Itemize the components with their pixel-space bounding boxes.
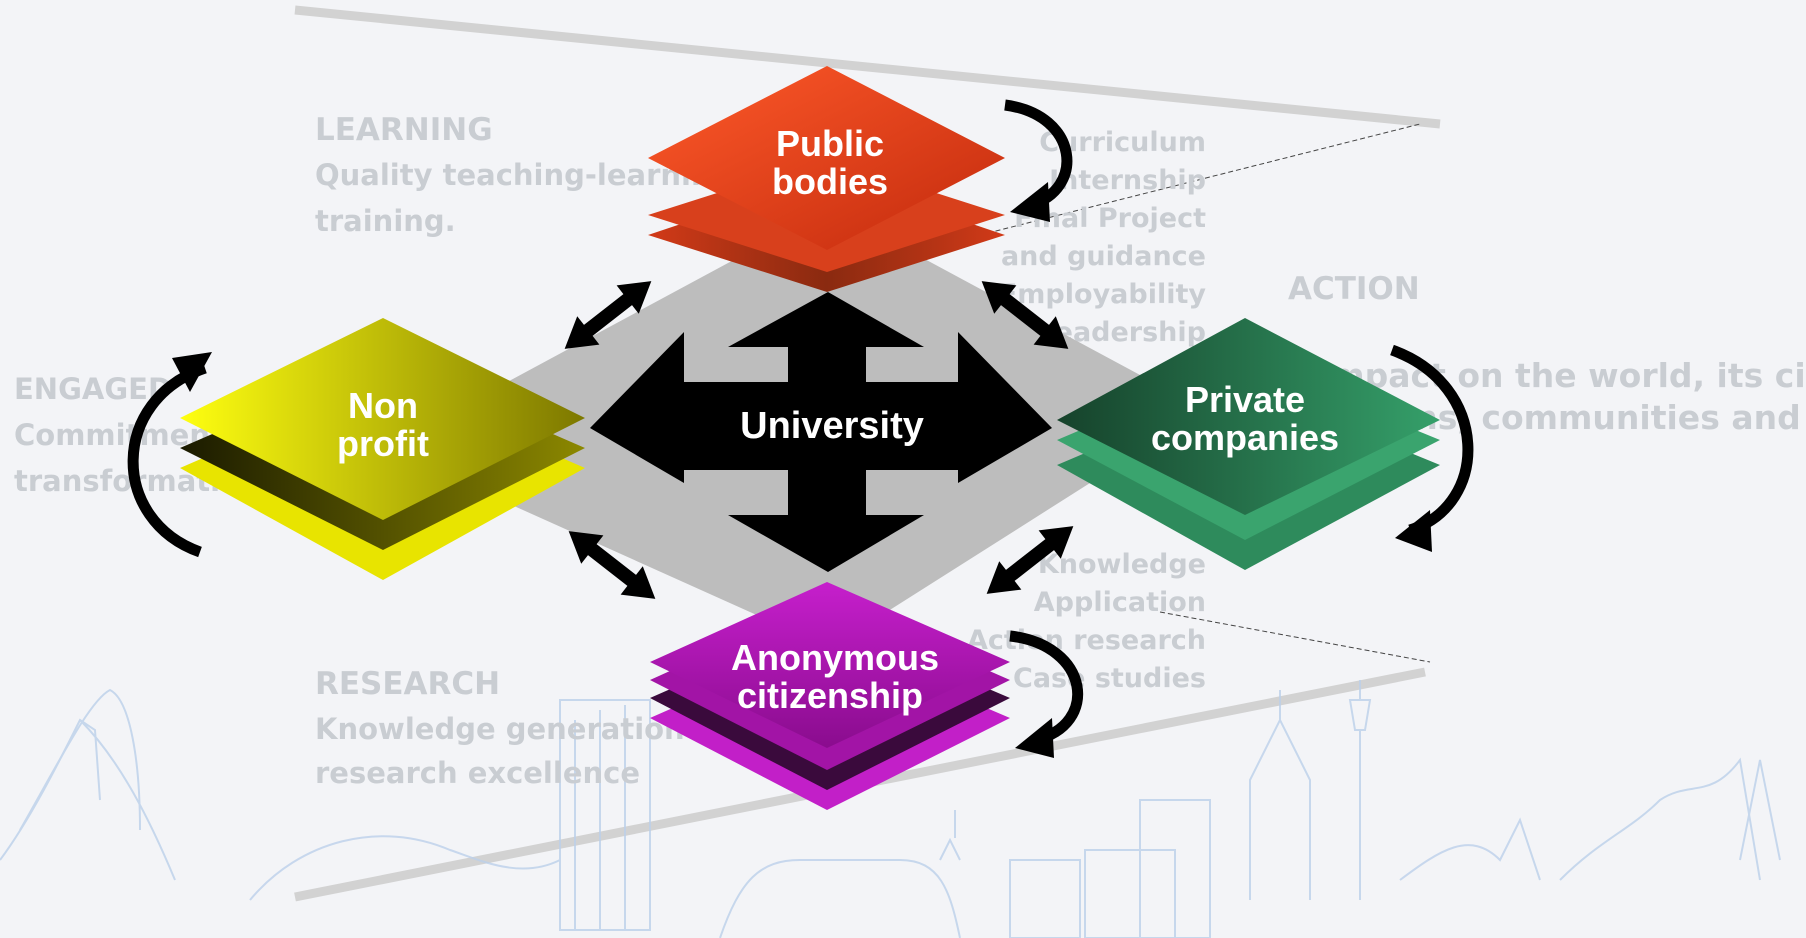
topic-item: and guidance: [1000, 241, 1206, 272]
double-arrow-ne: [981, 281, 1069, 349]
dotted-line-bottom: [1159, 611, 1431, 663]
private-layer-top: [1057, 318, 1440, 515]
cycle-arrow-private: [1390, 344, 1474, 536]
nonprofit-layer-top: [180, 318, 585, 520]
learning-line-2: training.: [315, 204, 456, 238]
arrowhead-citizen: [1015, 718, 1054, 758]
topic-item: Case studies: [1013, 663, 1206, 694]
double-arrow-sw: [568, 531, 656, 599]
engaged-title: ENGAGED: [14, 372, 173, 406]
arrowhead-private: [1395, 510, 1432, 552]
citizen-label-2: citizenship: [737, 675, 923, 716]
public-label-1: Public: [776, 123, 884, 164]
cycle-arrow-citizen: [1009, 630, 1084, 746]
citizen-label-1: Anonymous: [731, 637, 939, 678]
action-title: ACTION: [1288, 271, 1420, 307]
node-anonymous-citizenship: Anonymous citizenship: [650, 582, 1010, 810]
university-label: University: [740, 405, 924, 447]
cycle-arrowheads: [172, 182, 1432, 758]
topic-item: Internship: [1049, 165, 1206, 196]
topics-bottom-list: Knowledge Application Action research Ca…: [967, 546, 1206, 698]
research-title: RESEARCH: [315, 666, 501, 702]
diagonal-arrows: [564, 281, 1074, 599]
private-label-1: Private: [1185, 379, 1305, 420]
cycle-arrows: [127, 99, 1474, 746]
cycle-arrow-nonprofit: [127, 362, 207, 558]
node-non-profit: Non profit: [180, 318, 585, 580]
cycle-arrow-public: [1004, 99, 1073, 211]
node-public-bodies: Public bodies: [648, 66, 1005, 292]
topic-item: Knowledge: [1037, 549, 1206, 580]
double-arrow-se: [986, 526, 1074, 594]
arrowhead-public: [1010, 182, 1050, 222]
citizen-layer-top: [650, 582, 1010, 748]
topic-item: Action research: [966, 625, 1206, 656]
city-skyline-drawing: [0, 680, 1781, 938]
public-layer-top: [648, 66, 1005, 250]
learning-title: LEARNING: [315, 112, 493, 148]
research-line-2: research excellence: [315, 756, 640, 790]
node-private-companies: Private companies: [1057, 318, 1440, 570]
action-line-1: Impact on the world, its cities,: [1318, 356, 1806, 395]
university-cross-arrow: [590, 292, 1052, 572]
topic-item: Application: [1033, 587, 1206, 618]
frame-top-line: [294, 5, 1441, 129]
private-label-2: companies: [1151, 417, 1339, 458]
nonprofit-label-1: Non: [348, 385, 418, 426]
dotted-line-top: [979, 123, 1421, 236]
public-label-2: bodies: [772, 161, 888, 202]
nonprofit-label-2: profit: [337, 423, 429, 464]
double-arrow-nw: [564, 281, 652, 349]
topic-item: Employability: [998, 279, 1206, 310]
arrowhead-nonprofit: [172, 352, 212, 392]
research-line-1: Knowledge generation: [315, 712, 685, 746]
